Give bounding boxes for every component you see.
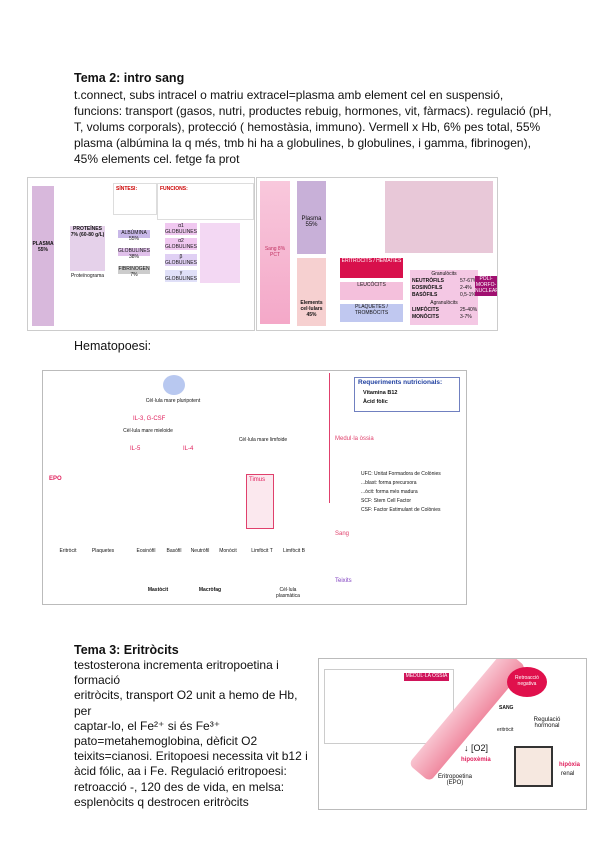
requeriments-box: Requeriments nutricionals: Vitamina B12 … — [354, 377, 460, 412]
eritrocits-box: ERITRÒCITS / HEMATIES — [340, 258, 403, 278]
retro-burst: Retroacció negativa — [507, 667, 547, 697]
funcions-box: FUNCIONS: — [157, 183, 254, 220]
legend: UFC: Unitat Formadora de Colònies ...bla… — [361, 471, 441, 513]
glob-g: γ GLOBULINES — [165, 270, 197, 282]
poli-box: POLI-MORFO-NUCLEARS — [475, 276, 497, 296]
eritrocit-label: eritròcit — [497, 727, 514, 733]
region-sang: Sang — [335, 531, 350, 537]
globulines-box: GLOBULINES 38% — [118, 248, 150, 260]
tema3-heading: Tema 3: Eritròcits — [74, 643, 179, 657]
hipoxemia-label: hipoxèmia — [461, 757, 491, 763]
hematopoiesis-figure: Cèl·lula mare pluripotent IL-3, G-CSF Cè… — [42, 370, 467, 605]
epo-label: Eritropoetina (EPO) — [437, 774, 473, 786]
hipoxia-label: hipòxia — [559, 762, 581, 768]
elements-bar: Elements cel·lulars 45% — [297, 258, 326, 326]
sang-label: SANG — [499, 705, 514, 711]
proteines-box: PROTEÏNES 7% (60-80 g/L) — [70, 226, 105, 271]
glob-a2: α2 GLOBULINES — [165, 238, 197, 250]
hematopoesi-heading: Hematopoesi: — [74, 339, 152, 353]
il5-label: IL-5 — [130, 446, 141, 452]
il3-label: IL-3, G-CSF — [133, 416, 166, 422]
stem-cell-image — [163, 375, 185, 395]
erythropoiesis-figure: MEDUL·LA ÒSSIA Retroacció negativa SANG … — [318, 658, 587, 810]
sang-bar: Sang 8% PCT — [260, 181, 290, 324]
il4-label: IL-4 — [183, 446, 194, 452]
mieloide-label: Cèl·lula mare mieloide — [123, 428, 173, 434]
proteinogram-label: Proteïnograma — [70, 273, 105, 279]
blood-composition-figure: Sang 8% PCT Plasma 55% Elements cel·lula… — [256, 177, 498, 331]
medul-label: MEDUL·LA ÒSSIA — [404, 673, 449, 681]
renal-label: renal — [561, 771, 575, 777]
kidney-image — [514, 746, 553, 787]
limfoide-label: Cèl·lula mare limfoide — [238, 437, 288, 443]
regulacio-label: Regulació hormonal — [533, 717, 561, 729]
leucocits-box: LEUCÒCITS — [340, 282, 403, 300]
mastocit-label: Mastòcit — [147, 587, 169, 593]
mature-cells: Eritròcit Plaquetes Eosinòfil Basòfil Ne… — [59, 548, 305, 554]
glob-descriptions — [200, 223, 240, 283]
epo-label: EPO — [49, 476, 62, 482]
glob-a1: α1 GLOBULINES — [165, 223, 197, 235]
plasma-figure: PLASMA 55% PROTEÏNES 7% (60-80 g/L) Prot… — [27, 177, 255, 331]
plasma-bar: Plasma 55% — [297, 181, 326, 254]
blood-smear-image — [385, 181, 493, 253]
plaquetes-box: PLAQUETES / TROMBÒCITS — [340, 304, 403, 322]
bracket-medulla — [325, 373, 330, 503]
region-medulla: Medul·la òssia — [335, 436, 374, 442]
timus-box: Timus — [246, 474, 274, 529]
o2-label: ↓ [O2] — [464, 743, 489, 753]
plasma-bar: PLASMA 55% — [32, 186, 54, 326]
macrofag-label: Macròfag — [198, 587, 222, 593]
plasmatic-label: Cèl·lula plasmàtica — [276, 587, 300, 599]
bone-marrow-box — [324, 669, 454, 744]
stem-cell-label: Cèl·lula mare pluripotent — [145, 398, 201, 404]
fibrinogen-box: FIBRINOGEN 7% — [118, 266, 150, 278]
albumina-box: ALBÚMINA 55% — [118, 230, 150, 242]
region-teixits: Teixits — [335, 578, 352, 584]
tema2-heading: Tema 2: intro sang — [74, 71, 185, 85]
tema2-body: t.connect, subs intracel o matriu extrac… — [74, 88, 552, 166]
sintesi-box: SÍNTESI: — [113, 183, 157, 215]
tema3-body: testosterona incrementa eritropoetina i … — [74, 658, 308, 809]
glob-b: β GLOBULINES — [165, 254, 197, 266]
